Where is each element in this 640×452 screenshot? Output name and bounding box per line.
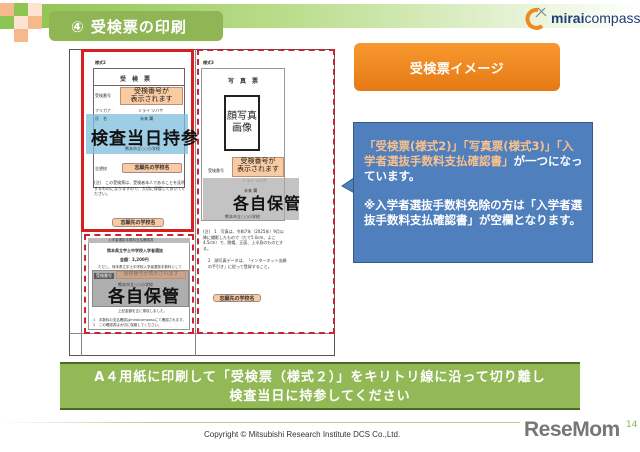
ticket-form-label: 様式2 bbox=[95, 60, 106, 65]
photo-card-note-2: 2 顔写真データは、「インターネット出願の手引き」に従って登録すること。 bbox=[208, 258, 287, 269]
bring-on-exam-day-stamp: 検査当日持参 bbox=[91, 129, 199, 149]
ticket-applied-label: 志望校 bbox=[95, 166, 107, 171]
receipt-amount: 金額：2,200円 bbox=[120, 257, 149, 262]
photo-card-note-1: (注) 1 写真は、令和7年（2025年）9月以降に撮影したもので（たて5.0c… bbox=[203, 229, 284, 251]
ticket-name-label: 氏 名 bbox=[95, 116, 107, 121]
banner-line-1: A４用紙に印刷して「受検票（様式２）」をキリトリ線に沿って切り離し bbox=[94, 370, 546, 385]
page-number: 14 bbox=[626, 420, 638, 430]
ticket-note: (注) この受検票は、受検者本人であることを証明するものになりますので、大切に保… bbox=[94, 180, 186, 197]
explanation-callout: 「受検票(様式2)」「写真票(様式3)」「入学者選抜手数料支払確認書」が一つにな… bbox=[353, 122, 593, 263]
ticket-exam-number-value: 受検番号が 表示されます bbox=[120, 87, 183, 105]
receipt-school-value: 熊本市立○○小学校 bbox=[118, 282, 153, 287]
miraicompass-logo: miraicompass. bbox=[524, 4, 640, 32]
banner-line-2: 検査当日に持参してください bbox=[229, 389, 411, 404]
ticket-cut-frame bbox=[81, 49, 194, 232]
ticket-highlight-overlay bbox=[86, 114, 188, 154]
receipt-exam-number-label: 受検番号 bbox=[94, 273, 114, 279]
logo-brand-light: compass. bbox=[584, 10, 640, 26]
receipt-org: 熊本県立宇土中学校入学者選抜 bbox=[107, 248, 163, 253]
photo-card-exam-number-value: 受検番号が 表示されます bbox=[232, 157, 284, 177]
receipt-description: ただし、熊本県立宇土中学校入学者選抜手数料として bbox=[98, 265, 182, 269]
photo-card-name-value: 未来 翼 bbox=[244, 188, 258, 193]
photo-card-footer-school: 志願先の学校名 bbox=[213, 294, 261, 302]
ticket-school-value: 熊本市立○○小学校 bbox=[125, 146, 160, 151]
receipt-exam-number-value: 受検番号が表示されます bbox=[116, 271, 186, 279]
instruction-banner: A４用紙に印刷して「受検票（様式２）」をキリトリ線に沿って切り離し 検査当日に持… bbox=[60, 362, 580, 410]
ticket-footer-school: 志願先の学校名 bbox=[112, 218, 164, 227]
receipt-footnote-1: 1 手数料の支払確認はmiraicompassにて確認されます。 bbox=[93, 318, 186, 322]
page-title: ④ 受検票の印刷 bbox=[49, 11, 223, 41]
ticket-applied-value: 志願先の学校名 bbox=[122, 163, 182, 173]
footer-divider bbox=[0, 422, 520, 423]
ticket-image-button[interactable]: 受検票イメージ bbox=[354, 43, 560, 91]
keep-yourself-stamp-receipt: 各自保管 bbox=[108, 287, 180, 307]
ticket-title: 受 検 票 bbox=[120, 76, 151, 83]
callout-text-1: が一つになっています。 bbox=[364, 154, 583, 183]
ticket-furigana-label: フリガナ bbox=[95, 108, 111, 113]
face-photo-placeholder: 顔写真 画像 bbox=[224, 95, 260, 151]
mosaic-decoration bbox=[0, 3, 42, 43]
sheet-guide-line bbox=[195, 49, 196, 356]
callout-text-2b: 」が空欄となります。 bbox=[467, 213, 582, 227]
photo-card-exam-number-label: 受検番号 bbox=[208, 168, 224, 173]
logo-brand-bold: mirai bbox=[551, 10, 585, 26]
ticket-name-value: 未来 翼 bbox=[140, 116, 154, 121]
receipt-footnote-2: 2 この確認書は大切に保管してください。 bbox=[93, 323, 162, 327]
photo-card-school-value: 熊本市立○○小学校 bbox=[225, 214, 260, 219]
receipt-cut-line bbox=[84, 234, 194, 334]
photo-card-form-label: 様式3 bbox=[203, 60, 214, 65]
receipt-note: 上記金額を正に領収しました。 bbox=[118, 309, 167, 313]
receipt-title: 入学者選抜手数料支払確認書 bbox=[108, 238, 154, 242]
compass-icon bbox=[524, 6, 548, 30]
photo-card-title: 写 真 票 bbox=[228, 78, 259, 85]
ticket-exam-number-label: 受検番号 bbox=[95, 93, 111, 98]
callout-text-2a: ※入学者選抜手数料免除の方は「入学者選抜手数料支払確認書 bbox=[364, 198, 583, 227]
copyright-text: Copyright © Mitsubishi Research Institut… bbox=[204, 430, 401, 439]
resemom-watermark: ReseMom bbox=[524, 418, 620, 441]
photo-card-cut-line bbox=[197, 49, 335, 334]
keep-yourself-stamp-photo: 各自保管 bbox=[233, 194, 302, 213]
callout-highlight-text: 「受検票(様式2)」「写真票(様式3)」「入学者選抜手数料支払確認書」 bbox=[364, 139, 574, 168]
photo-card-keep-overlay bbox=[203, 178, 299, 220]
ticket-furigana-value: ミライ ツバサ bbox=[138, 108, 164, 113]
